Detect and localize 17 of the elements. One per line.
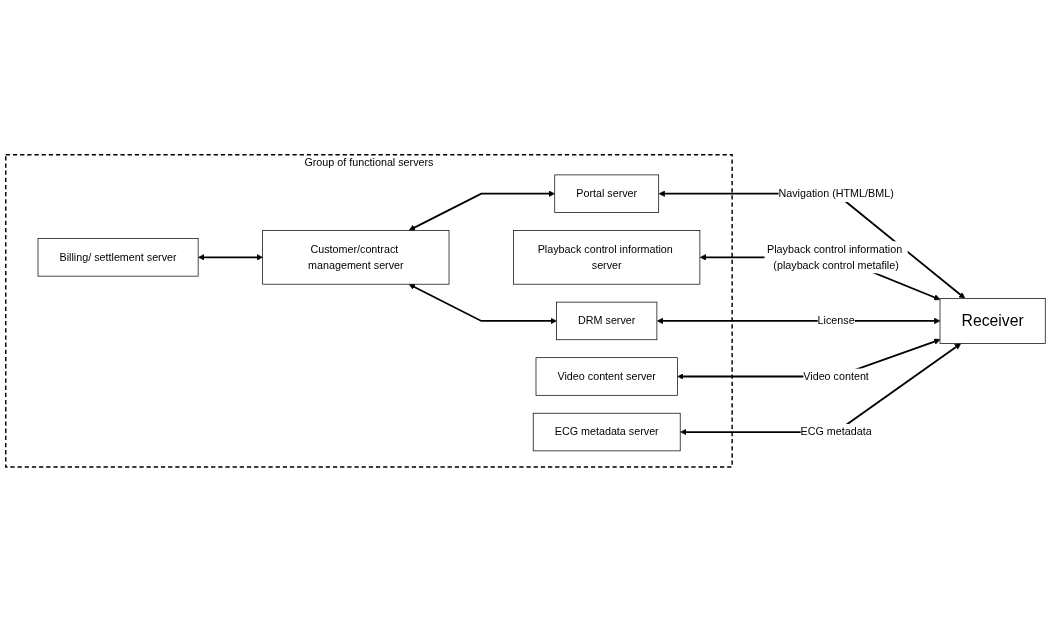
node-box: ECG metadata server	[532, 412, 681, 451]
node-box: Portal server	[554, 174, 660, 213]
arrow	[680, 342, 962, 435]
arrow	[408, 283, 557, 324]
edge-label: Video content	[803, 369, 869, 382]
arrow	[408, 190, 555, 231]
edge-label: License	[817, 313, 855, 327]
node-box: Receiver	[939, 297, 1046, 344]
edge-label: Navigation (HTML/BML)	[778, 186, 894, 199]
node-box: Playback control information server	[513, 229, 701, 285]
edge-label: ECG metadata	[800, 425, 872, 438]
node-box: DRM server	[556, 301, 658, 340]
node-box: Video content server	[535, 356, 678, 396]
node-box: Billing/ settlement server	[37, 237, 199, 277]
arrow	[198, 253, 263, 261]
node-box: Customer/contract management server	[262, 229, 450, 285]
edge-label: Playback control information (playback control metafile)	[767, 242, 903, 271]
